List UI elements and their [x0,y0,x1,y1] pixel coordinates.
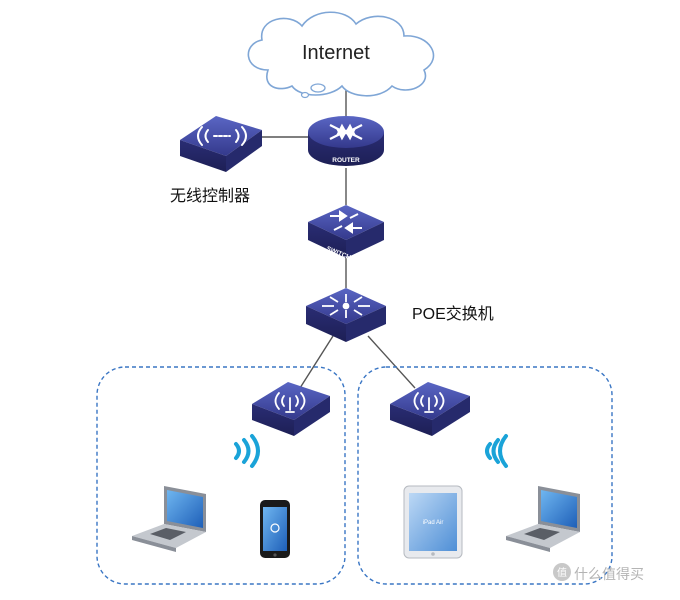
access-point-icon [390,382,470,436]
svg-text:值: 值 [557,566,567,579]
watermark-logo-icon: 值 [553,563,571,581]
watermark-text: 什么值得买 [574,567,644,583]
wireless-controller-icon [180,116,262,172]
poe-switch-label: POE交换机 [412,306,494,323]
switch-icon: SWITCH [308,205,384,262]
laptop-icon [132,486,206,552]
link-poe-ap-left [299,335,334,389]
tablet-brand: iPad Air [423,520,444,526]
laptop-icon [506,486,580,552]
wlan-zone-right [357,366,613,585]
smartphone-icon [260,500,290,558]
tablet-icon: iPad Air [403,485,463,559]
wlan-zone-left [96,366,346,585]
wifi-signal-icon [485,434,508,468]
poe-switch-icon [306,288,386,342]
wifi-signal-icon [234,434,260,468]
router-badge: ROUTER [332,157,360,164]
internet-label: Internet [302,42,370,64]
wireless-controller-label: 无线控制器 [170,186,251,205]
links [258,84,416,389]
access-point-icon [252,382,330,436]
link-poe-ap-right [367,335,416,389]
router-icon: ROUTER [308,116,384,166]
cloud-icon [247,11,435,99]
